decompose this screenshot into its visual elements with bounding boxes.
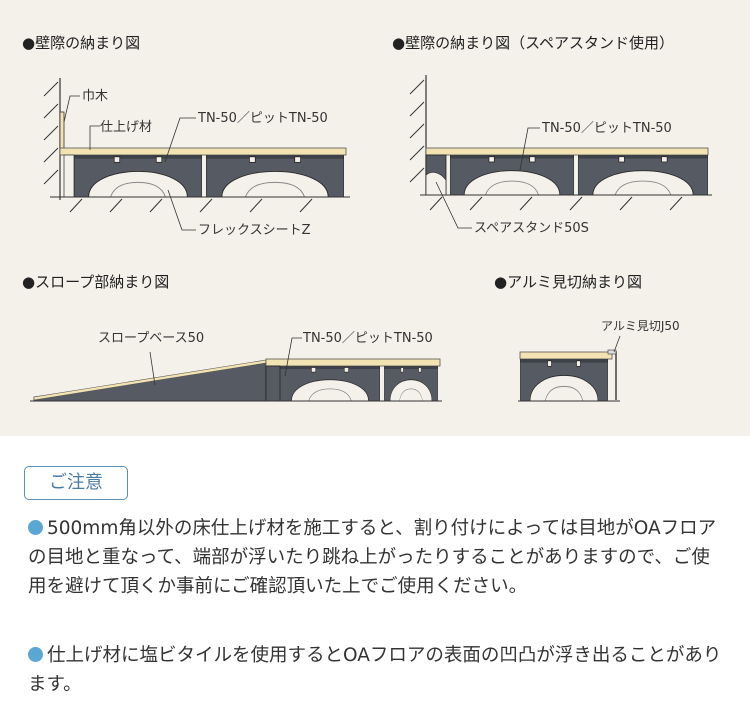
detail-diagrams: ●壁際の納まり図 巾木 仕上げ材 TN-50／ピットTN-50 <box>22 34 712 402</box>
slab-hatch <box>69 198 313 213</box>
finish-layer <box>265 358 441 367</box>
caution-badge: ご注意 <box>24 466 128 500</box>
bullet-icon <box>28 520 43 535</box>
label-tn-wall: TN-50／ピットTN-50 <box>197 111 328 126</box>
finish-layer <box>519 351 613 360</box>
habaki <box>59 111 65 151</box>
floor-unit <box>74 155 202 197</box>
label-tn-slope: TN-50／ピットTN-50 <box>302 331 433 346</box>
finish-layer <box>425 147 709 156</box>
label-spare-stand: スペアスタンド50S <box>474 221 589 236</box>
note-text: 500mm角以外の床仕上げ材を施工すると、割り付けによっては目地がOAフロアの目… <box>28 518 717 597</box>
bullet-icon <box>28 647 43 662</box>
section-slope: ●スロープ部納まり図 スロープベース50 TN-50／ピットTN-50 <box>22 273 442 402</box>
floor-unit <box>450 155 574 195</box>
floor-unit <box>520 359 608 401</box>
section-alumi: ●アルミ見切納まり図 アルミ見切J50 <box>494 273 680 402</box>
floor-unit <box>280 366 380 401</box>
label-habaki: 巾木 <box>82 89 108 104</box>
notes-section: ご注意 500mm角以外の床仕上げ材を施工すると、割り付けによっては目地がOAフ… <box>0 436 750 725</box>
floor-unit <box>578 155 708 195</box>
section-wall: ●壁際の納まり図 巾木 仕上げ材 TN-50／ピットTN-50 <box>22 34 350 238</box>
section-title-alumi: ●アルミ見切納まり図 <box>494 273 642 291</box>
note-item: 仕上げ材に塩ビタイルを使用するとOAフロアの表面の凹凸が浮き出ることがあります。 <box>28 641 728 699</box>
label-alumi-j50: アルミ見切J50 <box>601 319 680 333</box>
flex-sheet <box>63 154 75 198</box>
label-flex-sheet: フレックスシートZ <box>198 223 311 238</box>
slab-hatch <box>429 196 683 211</box>
section-title-wall: ●壁際の納まり図 <box>22 34 140 52</box>
label-tn-spare: TN-50／ピットTN-50 <box>541 121 672 136</box>
label-slope-base: スロープベース50 <box>98 331 204 346</box>
floor-unit <box>384 366 438 401</box>
section-title-slope: ●スロープ部納まり図 <box>22 273 169 291</box>
diagram-panel: ●壁際の納まり図 巾木 仕上げ材 TN-50／ピットTN-50 <box>0 0 750 436</box>
section-wall-spare: ●壁際の納まり図（スペアスタンド使用） TN-50／ピットTN-50 スペアスタ… <box>392 34 712 236</box>
floor-unit <box>206 155 344 197</box>
label-finish: 仕上げ材 <box>100 120 152 135</box>
note-item: 500mm角以外の床仕上げ材を施工すると、割り付けによっては目地がOAフロアの目… <box>28 514 728 601</box>
finish-layer <box>59 147 347 156</box>
section-title-wall-spare: ●壁際の納まり図（スペアスタンド使用） <box>392 34 674 52</box>
wall-hatch <box>43 81 59 185</box>
wall-hatch <box>409 79 425 183</box>
note-text: 仕上げ材に塩ビタイルを使用するとOAフロアの表面の凹凸が浮き出ることがあります。 <box>28 645 722 695</box>
